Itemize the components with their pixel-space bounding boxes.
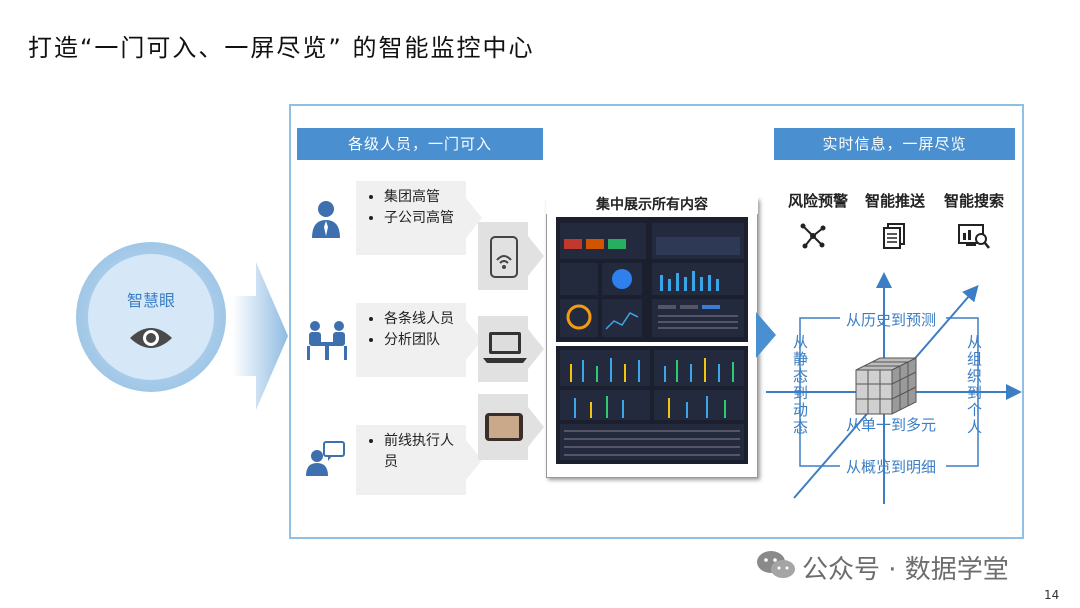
- pointer-arrow: [232, 262, 288, 410]
- eye-circle-inner: [88, 254, 214, 380]
- list-item: 集团高管: [384, 187, 456, 208]
- list-item: 前线执行人员: [384, 431, 456, 473]
- document-icon: [883, 223, 905, 249]
- team-icon: [307, 321, 347, 360]
- feature-label-smart-push: 智能推送: [864, 192, 925, 210]
- axis-label-top: 从历史到预测: [846, 311, 937, 329]
- device-arrow: [528, 236, 544, 276]
- device-arrow: [528, 329, 544, 369]
- axis-label-right: 从组织到个人: [965, 334, 983, 436]
- laptop-icon: [483, 332, 527, 363]
- page-title: 打造“一门可入、一屏尽览” 的智能监控中心: [28, 34, 535, 62]
- dashboard-screen-bottom: [556, 346, 748, 464]
- search-screen-icon: [958, 224, 990, 249]
- axis-label-center: 从单一到多元: [846, 416, 937, 434]
- device-arrow: [528, 407, 544, 447]
- phone-icon: [490, 236, 518, 278]
- network-icon: [800, 223, 826, 249]
- feature-label-risk-alert: 风险预警: [787, 192, 848, 210]
- eye-circle-label: 智慧眼: [126, 291, 175, 310]
- section-arrow: [756, 312, 776, 358]
- group-card-1: 集团高管 子公司高管: [356, 181, 466, 255]
- list-item: 各条线人员: [384, 309, 456, 330]
- right-header: 实时信息，一屏尽览: [774, 128, 1015, 160]
- dashboard-screen-top: [556, 217, 748, 342]
- left-header: 各级人员，一门可入: [297, 128, 543, 160]
- list-item: 子公司高管: [384, 208, 456, 229]
- watermark-text: 公众号 · 数据学堂: [802, 555, 1009, 585]
- group-card-3: 前线执行人员: [356, 425, 466, 495]
- list-item: 分析团队: [384, 330, 456, 351]
- feature-label-smart-search: 智能搜索: [943, 192, 1004, 210]
- axis-label-left: 从静态到动态: [791, 334, 809, 436]
- wechat-icon: [757, 551, 795, 578]
- axis-label-bottom: 从概览到明细: [846, 458, 937, 476]
- eye-icon: [130, 328, 172, 348]
- speaker-icon: [306, 441, 345, 476]
- tablet-icon: [485, 413, 523, 441]
- page-number: 14: [1044, 588, 1060, 602]
- axis-diagram: [766, 272, 1022, 504]
- dashboard-title: 集中展示所有内容: [546, 194, 758, 214]
- person-icon: [312, 201, 340, 238]
- group-card-2: 各条线人员 分析团队: [356, 303, 466, 377]
